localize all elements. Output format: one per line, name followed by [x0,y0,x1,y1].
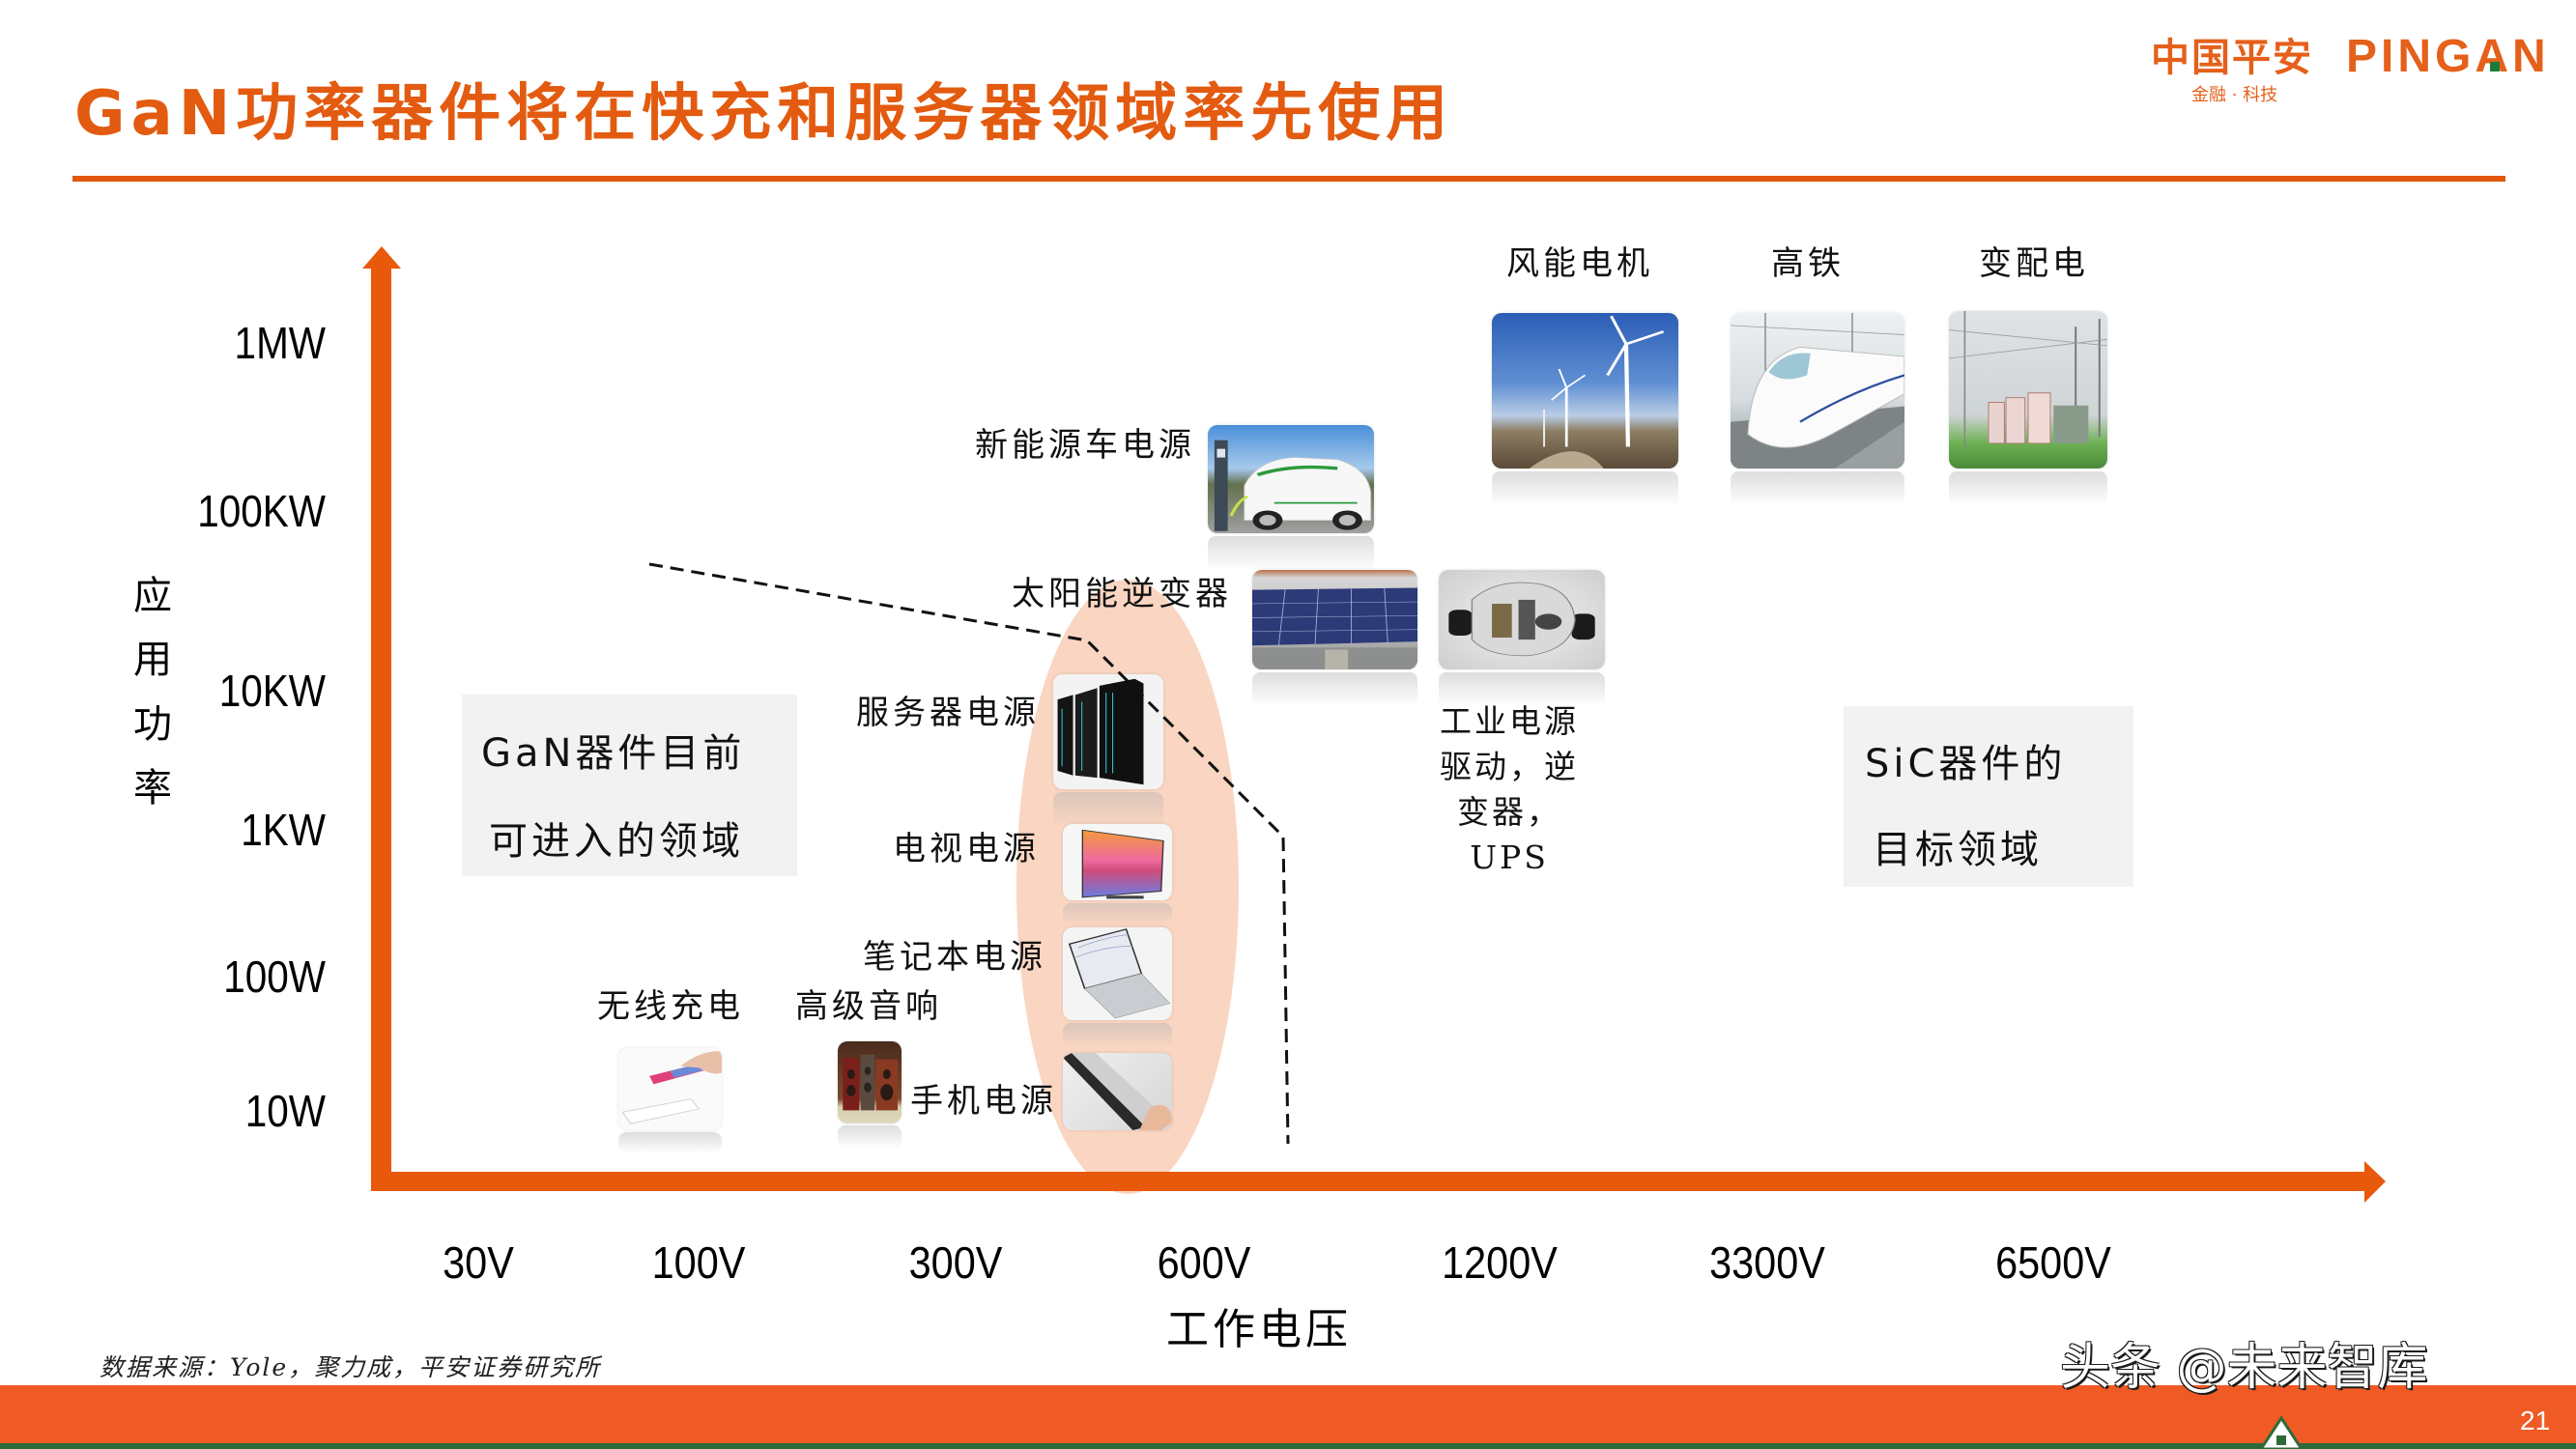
watermark: 头条 @未来智库 [2060,1339,2428,1397]
page-title: GaN功率器件将在快充和服务器领域率先使用 [74,78,1454,150]
label-solar-inverter: 太阳能逆变器 [1012,575,1232,613]
photo-reflection [618,1132,722,1153]
label-industrial: 工业电源 驱动，逆 变器， UPS [1413,698,1606,880]
photo-reflection [1053,792,1163,827]
footer-green-line [0,1443,2576,1449]
x-axis-line [371,1172,2367,1191]
ev-charging-photo [1208,425,1374,533]
smartphone-photo [1063,1053,1172,1130]
x-tick-1200v: 1200V [1442,1237,1558,1288]
wireless-charger-photo [618,1048,722,1130]
y-axis-title-char: 率 [133,766,172,810]
x-axis-title: 工作电压 [1166,1305,1352,1354]
y-axis-arrow-icon [362,246,401,269]
wind-turbine-photo [1492,313,1678,469]
y-tick-10kw: 10KW [218,666,326,716]
y-tick-10w: 10W [244,1086,326,1136]
photo-reflection [1492,471,1678,506]
television-photo [1063,824,1172,900]
y-tick-100kw: 100KW [197,486,326,536]
sic-region-box: SiC器件的 目标领域 [1844,706,2133,887]
x-tick-600v: 600V [1157,1237,1251,1288]
gan-region-box: GaN器件目前 可进入的领域 [462,695,797,876]
logo-tagline: 金融 · 科技 [2191,85,2278,105]
label-hifi-audio: 高级音响 [795,987,942,1026]
page-number: 21 [2520,1406,2551,1435]
y-tick-1kw: 1KW [241,805,326,855]
motor-drive-photo [1439,570,1605,669]
gan-region-text: GaN器件目前 [481,731,746,776]
footer-logo-icon [2259,1416,2304,1449]
photo-reflection [1063,1023,1172,1048]
high-speed-train-photo [1731,313,1904,469]
logo-chinese-name: 中国平安 [2151,36,2313,80]
gan-sic-boundary-dashed-line [648,562,1290,1145]
label-ev-power: 新能源车电源 [975,426,1195,465]
x-tick-3300v: 3300V [1709,1237,1825,1288]
title-underline [72,176,2505,182]
label-industrial-line: 工业电源 [1440,702,1579,740]
photo-reflection [1731,471,1904,506]
x-tick-100v: 100V [651,1237,746,1288]
label-wind-power: 风能电机 [1506,244,1653,283]
server-rack-photo [1053,674,1163,789]
sic-region-text: SiC器件的 [1865,742,2067,786]
y-axis-title-char: 功 [133,702,172,747]
laptop-photo [1063,927,1172,1020]
x-tick-6500v: 6500V [1995,1237,2111,1288]
photo-reflection [1439,672,1605,707]
label-wireless-charging: 无线充电 [597,987,744,1026]
substation-photo [1949,311,2107,469]
photo-reflection [1949,471,2107,506]
data-source-note: 数据来源：Yole，聚力成，平安证券研究所 [100,1353,602,1381]
label-phone-power: 手机电源 [910,1082,1057,1121]
x-tick-300v: 300V [908,1237,1003,1288]
logo-english-name: PINGAN [2346,31,2550,82]
gan-region-text: 可进入的领域 [489,819,744,864]
y-axis-title-char: 用 [133,638,172,682]
photo-reflection [1063,903,1172,924]
y-tick-100w: 100W [223,952,326,1002]
y-axis-line [371,266,391,1191]
footer-bar [0,1385,2576,1443]
y-axis-title-char: 应 [133,574,172,618]
label-laptop-power: 笔记本电源 [863,938,1046,977]
solar-panel-photo [1252,570,1417,669]
photo-reflection [1208,536,1374,571]
photo-reflection [838,1125,902,1149]
label-tv-power: 电视电源 [893,830,1040,868]
label-industrial-line: 变器， [1457,793,1561,831]
y-tick-1mw: 1MW [234,318,326,368]
label-high-speed-rail: 高铁 [1771,244,1845,283]
sic-region-text: 目标领域 [1873,828,2043,872]
photo-reflection [1252,672,1417,707]
label-server-power: 服务器电源 [856,694,1040,732]
x-axis-arrow-icon [2364,1161,2386,1203]
label-industrial-line: 驱动，逆 [1440,748,1579,785]
x-tick-30v: 30V [443,1237,514,1288]
speaker-photo [838,1041,902,1123]
logo-green-square-icon [2490,62,2500,71]
label-industrial-line: UPS [1470,838,1549,876]
label-power-distribution: 变配电 [1979,244,2089,283]
